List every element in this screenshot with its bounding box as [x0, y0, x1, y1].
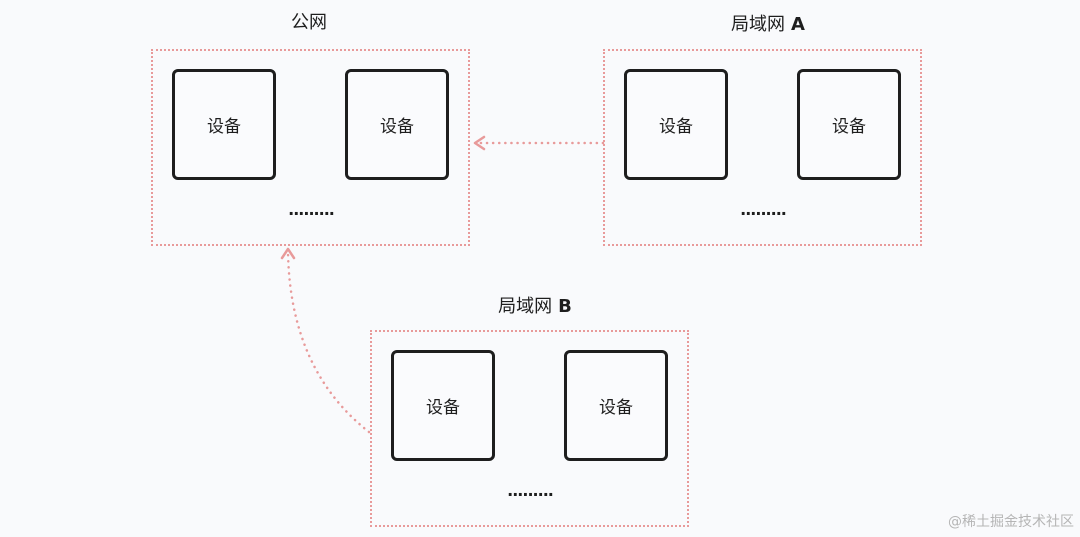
public-network-title-text: 公网 [291, 12, 327, 33]
device-box[interactable]: 设备 [345, 69, 449, 180]
arrow-lan-b-to-public [280, 247, 371, 434]
lan-a-title-suffix: A [791, 14, 805, 35]
device-label: 设备 [659, 117, 693, 137]
device-box[interactable]: 设备 [564, 350, 668, 461]
device-label: 设备 [599, 398, 633, 418]
more-devices-ellipsis: ......... [507, 481, 554, 500]
device-box[interactable]: 设备 [797, 69, 901, 180]
lan-a-zone [603, 49, 922, 246]
more-devices-ellipsis: ......... [740, 200, 787, 219]
device-label: 设备 [207, 117, 241, 137]
public-network-zone [151, 49, 470, 246]
public-network-title: 公网 [291, 8, 327, 34]
device-box[interactable]: 设备 [172, 69, 276, 180]
device-box[interactable]: 设备 [391, 350, 495, 461]
lan-b-title-text: 局域网 [498, 296, 553, 317]
device-label: 设备 [380, 117, 414, 137]
lan-b-title-suffix: B [558, 296, 572, 317]
lan-b-zone [370, 330, 689, 527]
arrow-lan-a-to-public [473, 135, 605, 151]
device-box[interactable]: 设备 [624, 69, 728, 180]
watermark: @稀土掘金技术社区 [948, 514, 1074, 530]
device-label: 设备 [426, 398, 460, 418]
lan-a-title-text: 局域网 [731, 14, 786, 35]
device-label: 设备 [832, 117, 866, 137]
more-devices-ellipsis: ......... [288, 200, 335, 219]
